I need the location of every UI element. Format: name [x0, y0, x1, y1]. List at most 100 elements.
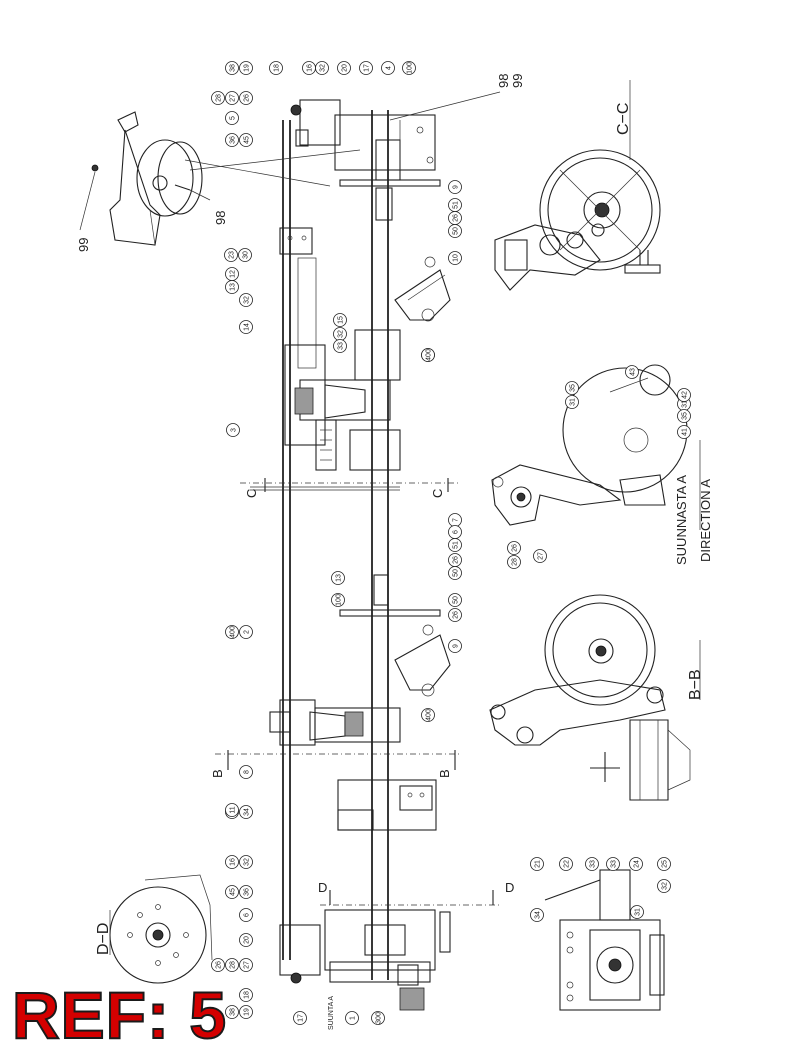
label-99-left: 99 [76, 238, 91, 252]
callout-circle [239, 765, 253, 779]
callout-circle [333, 313, 347, 327]
callout-circle [448, 180, 462, 194]
label-99-top: 99 [510, 74, 525, 88]
callout-circle [293, 1011, 307, 1025]
callout-circle [239, 61, 253, 75]
callout-circle [211, 91, 225, 105]
callout-number: 32 [338, 330, 345, 338]
callout-number: 51 [453, 541, 460, 549]
callout-number: 27 [230, 94, 237, 102]
callout-number: 26 [453, 556, 460, 564]
callout-circle [239, 933, 253, 947]
callout-circle [224, 248, 238, 262]
callout-number: 17 [364, 64, 371, 72]
callout-circle [225, 803, 239, 817]
callout-number: 17 [298, 1014, 305, 1022]
callout-circle [239, 885, 253, 899]
callout-circle [239, 293, 253, 307]
callout-circle [533, 549, 547, 563]
callout-circle [337, 61, 351, 75]
callout-circle [381, 61, 395, 75]
direction-a-view [491, 364, 688, 526]
callout-circle [629, 857, 643, 871]
callout-circle [225, 133, 239, 147]
callout-circle [606, 857, 620, 871]
callout-number: 19 [244, 64, 251, 72]
cut-mark-c-right: C [430, 489, 445, 498]
callout-circle [225, 855, 239, 869]
callout-number: 34 [244, 808, 251, 816]
callout-number: 36 [230, 136, 237, 144]
callout-number: 43 [630, 368, 637, 376]
callout-circle [677, 409, 691, 423]
callout-number: 13 [336, 574, 343, 582]
section-bb-view [489, 594, 691, 801]
callout-number: 14 [244, 323, 251, 331]
callout-circle [333, 339, 347, 353]
callout-circle [225, 280, 239, 294]
main-assembly [215, 99, 500, 1011]
callout-number: 18 [274, 64, 281, 72]
callout-circle [657, 879, 671, 893]
callout-number: 4 [386, 66, 393, 70]
callout-circle [565, 395, 579, 409]
callout-number: 5 [230, 116, 237, 120]
callout-circle [630, 905, 644, 919]
callout-number: 41 [682, 428, 689, 436]
callout-circle [239, 625, 253, 639]
callout-circle [331, 593, 345, 607]
callout-circle [226, 423, 240, 437]
callout-circle [225, 885, 239, 899]
callout-circle [448, 608, 462, 622]
callout-circle [315, 61, 329, 75]
callout-circle [402, 61, 416, 75]
callout-number: 35 [682, 412, 689, 420]
callout-number: 51 [453, 201, 460, 209]
cut-mark-b-right: B [437, 769, 452, 778]
section-bb-label: B−B [687, 669, 704, 700]
callout-circle [238, 248, 252, 262]
callout-circle [507, 541, 521, 555]
callout-number: 45 [230, 888, 237, 896]
isometric-view [91, 111, 203, 246]
direction-label: DIRECTION A [698, 479, 713, 562]
callout-number: 31 [570, 398, 577, 406]
callout-circle [225, 1005, 239, 1019]
callout-number: 26 [453, 214, 460, 222]
callout-number: 28 [512, 558, 519, 566]
section-dd-view [109, 874, 213, 984]
callout-circle [421, 348, 435, 362]
callout-circle [448, 224, 462, 238]
callout-number: 15 [338, 316, 345, 324]
callout-circle [421, 708, 435, 722]
callout-number: 33 [590, 860, 597, 868]
callout-number: 42 [682, 391, 689, 399]
callout-number: 8 [244, 770, 251, 774]
callout-number: 16 [307, 64, 314, 72]
callout-number: 24 [634, 860, 641, 868]
callout-circle [448, 639, 462, 653]
callout-number: 36 [244, 888, 251, 896]
callout-number: 38 [230, 1008, 237, 1016]
callout-number: 32 [662, 882, 669, 890]
callout-number: 13 [230, 283, 237, 291]
callout-number: 11 [230, 806, 237, 813]
callout-number: 28 [216, 94, 223, 102]
callout-number: 27 [244, 961, 251, 969]
callout-number: 26 [512, 544, 519, 552]
callout-number: 9 [453, 185, 460, 189]
callout-circle [448, 538, 462, 552]
callout-number: 26 [216, 961, 223, 969]
callout-number: 2 [244, 630, 251, 634]
callout-number: 9 [453, 644, 460, 648]
callout-circle [225, 91, 239, 105]
cut-mark-d-left: D [318, 880, 327, 895]
callout-number: 32 [244, 858, 251, 866]
callout-number: 7 [453, 518, 460, 522]
callout-number: 33 [611, 860, 618, 868]
suunta-small-label: SUUNTA A [328, 996, 335, 1030]
callout-number: 400 [426, 709, 433, 721]
section-cc-view [494, 149, 661, 291]
